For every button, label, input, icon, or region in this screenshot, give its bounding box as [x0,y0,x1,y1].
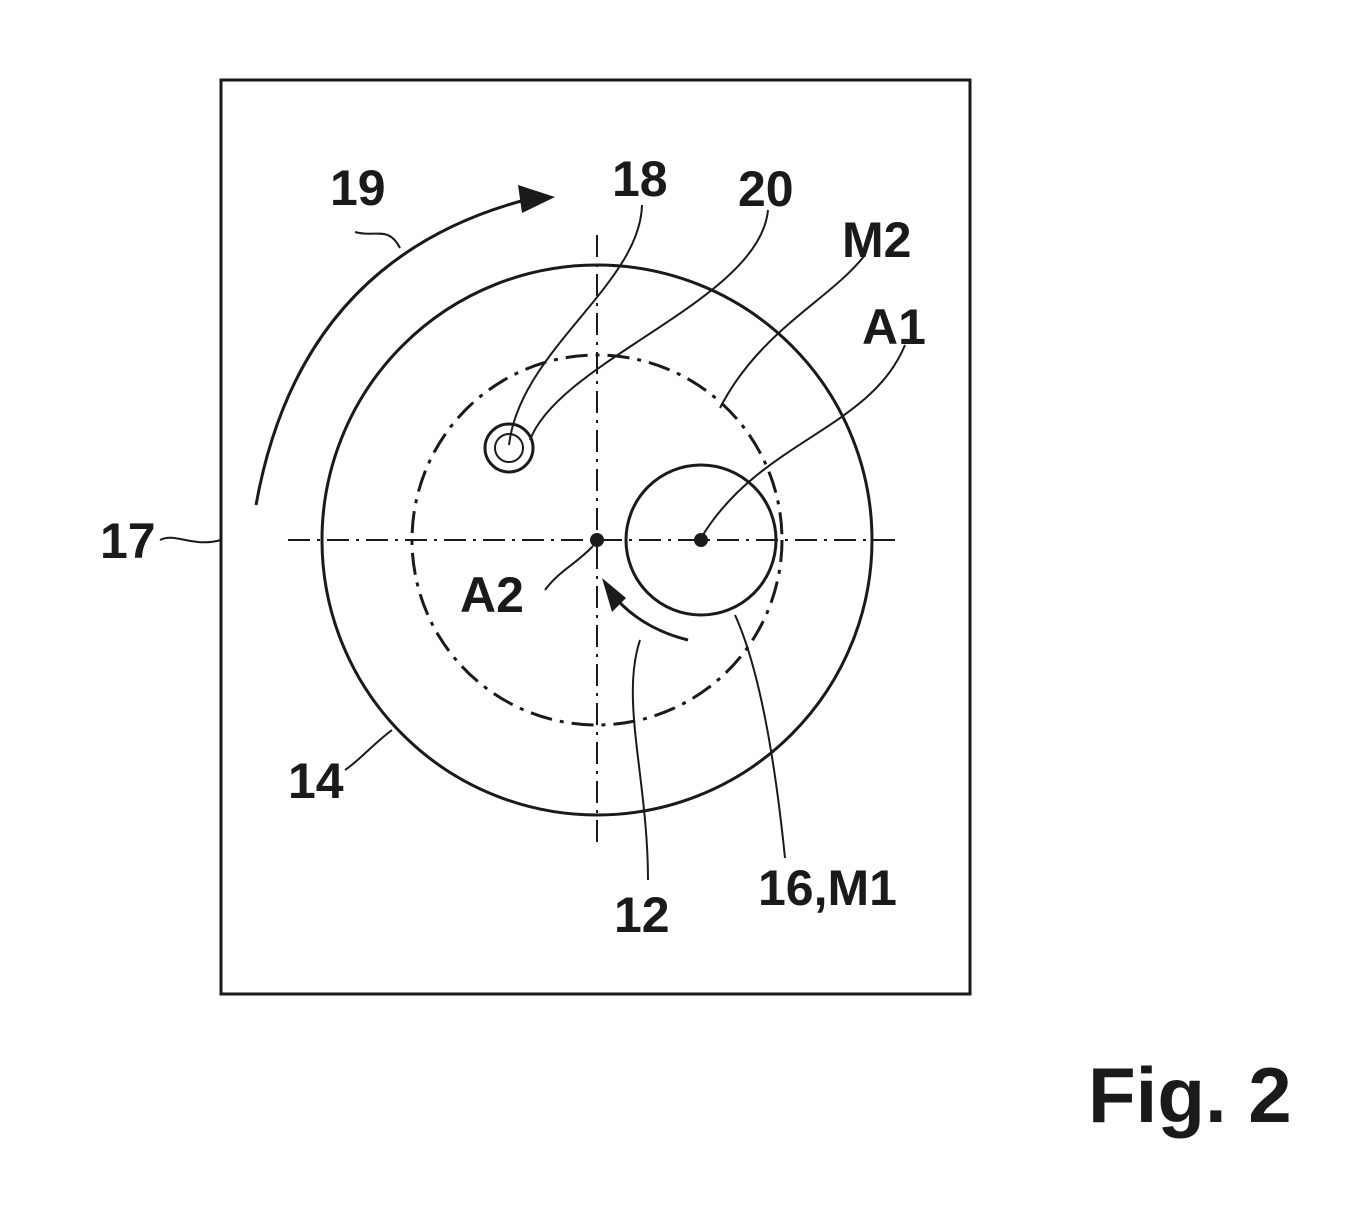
rotation-arrowhead-19 [518,185,555,213]
label-17: 17 [100,513,156,569]
label-a2: A2 [460,567,524,623]
label-16m1: 16,M1 [758,860,897,916]
leader-14 [344,729,393,771]
leader-a2 [544,545,594,591]
leader-m2 [719,254,866,409]
label-18: 18 [612,151,668,207]
axis-point-a2 [590,533,604,547]
label-14: 14 [288,753,344,809]
housing-frame [219,78,972,996]
small-element-inner [494,433,524,463]
small-element-outer [483,422,535,474]
leader-12 [631,639,649,881]
label-a1: A1 [862,299,926,355]
leader-a1 [700,344,906,539]
axis-point-a1 [694,533,708,547]
label-19: 19 [330,160,386,216]
label-12: 12 [614,887,670,943]
leader-18 [508,204,643,446]
rotation-arc-12 [610,593,689,642]
leader-17 [159,536,222,544]
leader-20 [529,209,769,441]
label-m2: M2 [842,212,911,268]
leader-19 [354,231,401,249]
leader-16m1 [734,614,786,859]
label-20: 20 [738,161,794,217]
figure-caption: Fig. 2 [1088,1051,1292,1139]
rotation-arrowhead-12 [602,578,626,612]
rotation-arc-19 [254,198,526,506]
